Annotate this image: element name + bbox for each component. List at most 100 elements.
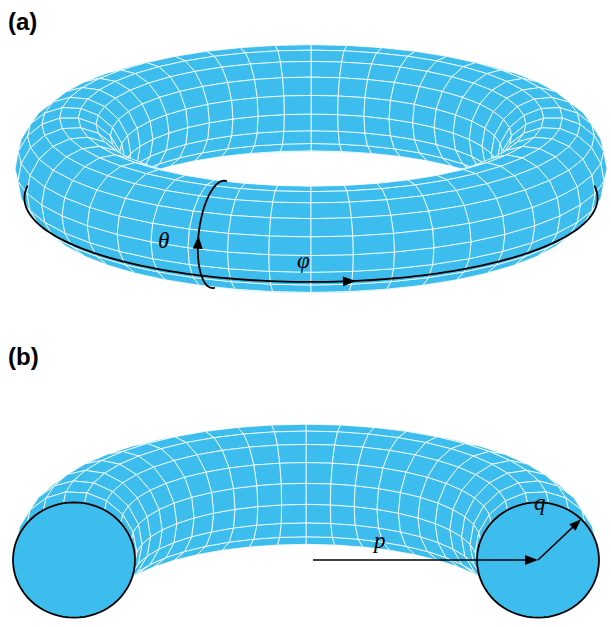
torus-surface-patch [254, 78, 283, 98]
torus-surface-patch [254, 131, 283, 146]
torus-surface-patch [280, 463, 306, 484]
torus-surface-patch [338, 78, 367, 98]
cross-section [13, 502, 135, 617]
torus-surface-patch [257, 96, 284, 116]
torus-surface-patch [233, 507, 257, 528]
torus-surface-patch [271, 424, 306, 432]
half-torus [13, 424, 599, 617]
minor-radius-arrowhead [569, 519, 581, 531]
torus-surface-patch [257, 505, 282, 525]
torus-surface-patch [311, 114, 338, 131]
torus-surface-patch [232, 116, 258, 136]
torus-surface-patch [331, 463, 358, 485]
torus-surface-patch [330, 505, 355, 525]
torus-surface-patch [271, 202, 311, 219]
minor-radius-arrow [538, 526, 574, 560]
torus-surface-patch [249, 445, 279, 465]
torus-surface-patch [306, 483, 331, 504]
torus-surface-patch [232, 98, 258, 119]
torus-surface-patch [245, 51, 280, 64]
torus-surface-patch [354, 486, 378, 510]
angle-symbol: φ [297, 248, 310, 274]
torus-surface-patch [278, 50, 311, 62]
torus-surface-patch [233, 486, 257, 510]
major-radius-arrowhead [525, 555, 538, 565]
torus-surface-patch [254, 463, 281, 485]
torus-surface-patch [212, 489, 235, 514]
torus-surface-patch [250, 62, 282, 79]
torus-surface-patch [188, 229, 228, 252]
phi-direction-line [24, 186, 597, 282]
full-torus [15, 45, 607, 294]
torus-surface-patch [257, 115, 284, 133]
torus-surface-patch [271, 284, 311, 292]
torus-surface-patch [338, 115, 365, 133]
torus-surface-patch [464, 198, 503, 223]
theta-arrowhead [193, 236, 203, 249]
torus-surface-patch [231, 200, 273, 218]
torus-surface-patch [306, 504, 331, 523]
torus-surface-patch [277, 444, 306, 463]
torus-surface-patch [284, 114, 311, 131]
torus-surface-patch [274, 431, 306, 445]
torus-surface-patch [119, 198, 158, 223]
torus-surface-patch [541, 118, 562, 128]
torus-surface-patch [338, 96, 365, 116]
torus-surface-patch [311, 61, 342, 77]
torus-surface-patch [306, 444, 335, 463]
torus-surface-patch [306, 463, 332, 484]
torus-surface-patch [541, 108, 562, 118]
torus-surface-patch [228, 233, 270, 254]
torus-surface-patch [151, 223, 189, 247]
torus-surface-patch [311, 202, 351, 219]
torus-surface-patch [269, 271, 311, 285]
torus-surface-patch [60, 118, 81, 128]
torus-surface-patch [311, 50, 344, 62]
torus-surface-patch [284, 95, 311, 114]
torus-surface-patch [353, 252, 395, 271]
torus-surface-patch [332, 445, 362, 465]
radius-symbol: q [534, 490, 546, 516]
torus-surface-patch [60, 108, 81, 118]
torus-surface-patch [311, 77, 340, 96]
torus-surface-patch [281, 483, 306, 504]
torus-surface-patch [364, 116, 390, 136]
torus-surface-patch [306, 523, 332, 538]
torus-surface-patch [354, 507, 378, 528]
torus-surface-patch [282, 131, 311, 144]
torus-surface-patch [280, 144, 311, 152]
torus-surface-patch [377, 489, 400, 514]
torus-surface-patch [311, 255, 353, 273]
theta-direction-line [198, 181, 227, 288]
torus-surface-patch [229, 465, 257, 488]
torus-surface-patch [306, 424, 341, 432]
torus-surface-patch [281, 504, 306, 523]
phi-arrowhead [343, 276, 356, 286]
torus-surface-patch [353, 233, 395, 254]
torus-surface-patch [330, 484, 355, 507]
torus-surface-patch [306, 537, 335, 545]
torus-surface-patch [229, 215, 271, 236]
torus-surface-patch [342, 51, 377, 64]
torus-surface-patch [364, 98, 390, 119]
torus-surface-patch [269, 218, 311, 237]
torus-surface-patch [90, 190, 126, 216]
torus-surface-patch [228, 252, 270, 271]
torus-surface-patch [338, 131, 367, 146]
torus-surface-patch [254, 523, 281, 539]
torus-surface-patch [393, 229, 433, 252]
radius-symbol: p [374, 528, 386, 554]
torus-surface-patch [389, 100, 414, 122]
torus-surface-patch [351, 215, 393, 236]
torus-surface-patch [433, 223, 471, 247]
panel-label: (a) [8, 8, 37, 36]
torus-surface-patch [311, 131, 340, 144]
torus-surface-patch [282, 77, 311, 96]
torus-surface-patch [340, 62, 372, 79]
torus-surface-patch [349, 200, 391, 218]
torus-surface-patch [280, 61, 311, 77]
torus-surface-patch [208, 100, 233, 122]
